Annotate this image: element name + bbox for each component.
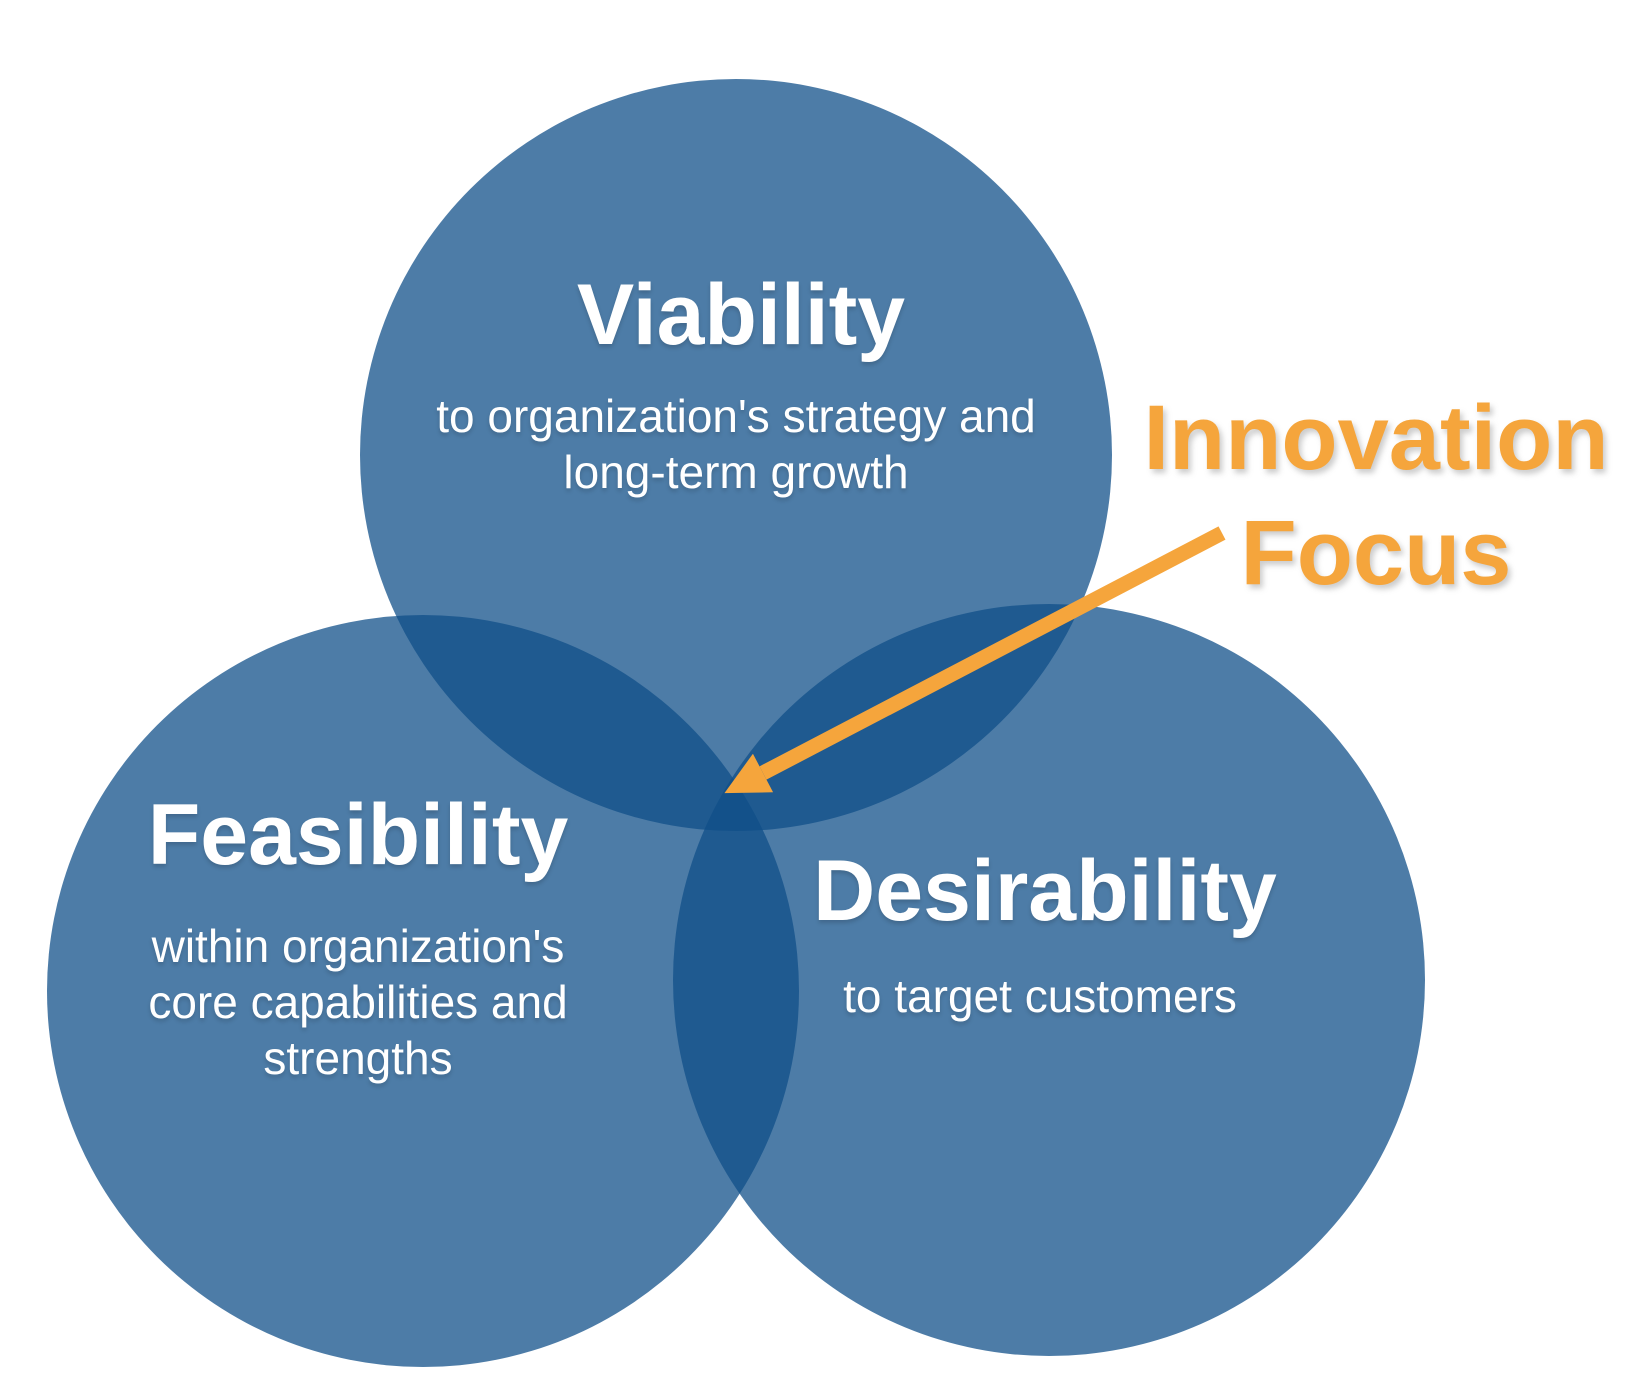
feasibility-subtitle: within organization's core capabilities … <box>148 920 568 1085</box>
desirability-title: Desirability <box>813 843 1277 939</box>
viability-title: Viability <box>576 267 906 363</box>
innovation-focus-line1: Innovation <box>1143 387 1609 489</box>
innovation-focus-label: Innovation Focus <box>1143 381 1608 611</box>
feasibility-title: Feasibility <box>147 787 569 883</box>
innovation-focus-line2: Focus <box>1240 502 1512 604</box>
desirability-subtitle: to target customers <box>843 970 1237 1022</box>
viability-subtitle: to organization's strategy and long-term… <box>436 390 1036 499</box>
